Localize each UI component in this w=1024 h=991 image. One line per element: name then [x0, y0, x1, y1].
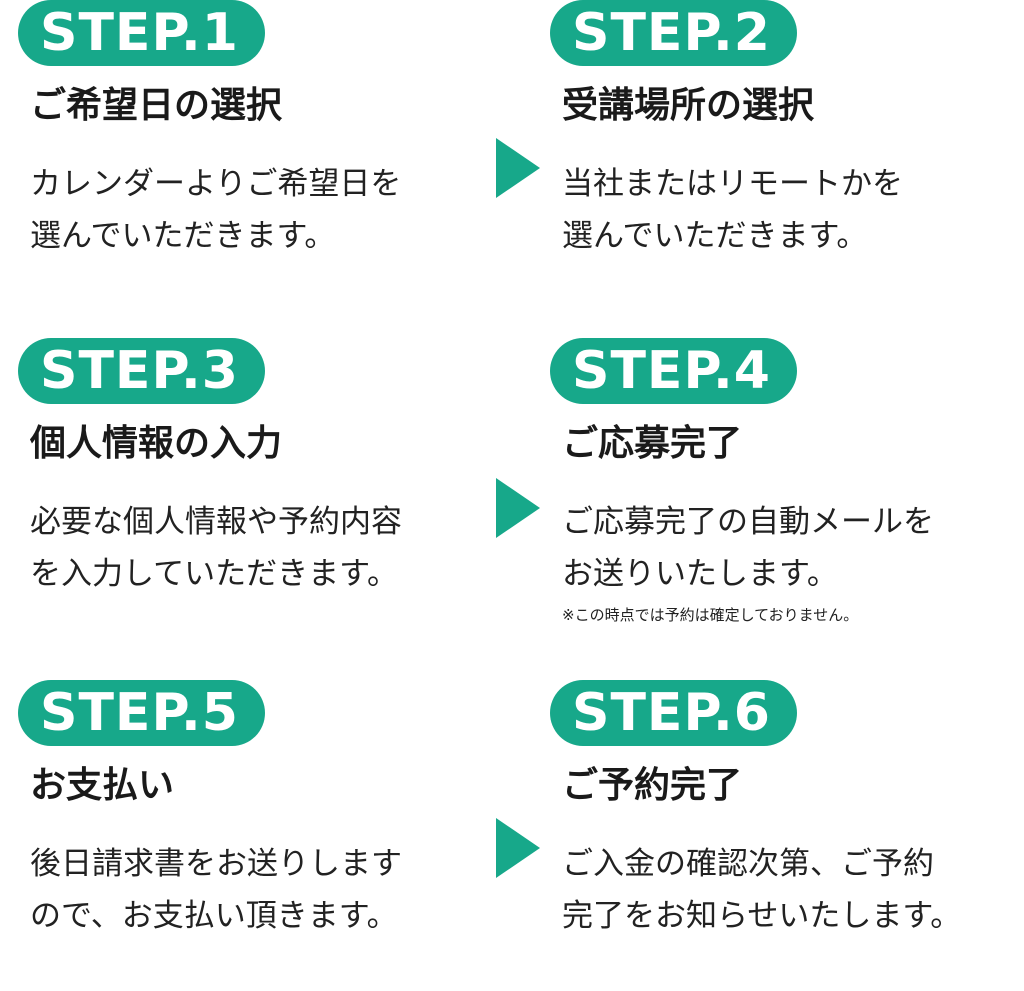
step-description-line: 選んでいただきます。	[562, 218, 868, 254]
step-title: お支払い	[30, 765, 175, 806]
arrow-right-icon	[496, 478, 540, 538]
step-description-line: カレンダーよりご希望日を	[30, 166, 402, 202]
step-description: 当社またはリモートかを 選んでいただきます。	[562, 158, 903, 262]
step-description: カレンダーよりご希望日を 選んでいただきます。	[30, 158, 401, 262]
step-description-line: を入力していただきます。	[30, 556, 398, 592]
step-description-line: ので、お支払い頂きます。	[30, 898, 398, 934]
step-title: 受講場所の選択	[562, 85, 815, 126]
step-badge: STEP.6	[550, 680, 797, 746]
step-badge: STEP.3	[18, 338, 265, 404]
step-badge: STEP.4	[550, 338, 797, 404]
step-title: 個人情報の入力	[30, 423, 283, 464]
step-badge: STEP.5	[18, 680, 265, 746]
step-title: ご予約完了	[562, 765, 743, 806]
step-description-line: 完了をお知らせいたします。	[562, 898, 962, 934]
arrow-right-icon	[496, 818, 540, 878]
step-description-line: お送りいたします。	[562, 556, 838, 592]
step-description: 後日請求書をお送りします ので、お支払い頂きます。	[30, 838, 402, 942]
arrow-right-icon	[496, 138, 540, 198]
step-note: ※この時点では予約は確定しておりません。	[562, 606, 859, 624]
step-description-line: ご応募完了の自動メールを	[562, 504, 934, 540]
step-description: ご入金の確認次第、ご予約 完了をお知らせいたします。	[562, 838, 961, 942]
step-badge: STEP.2	[550, 0, 797, 66]
step-title: ご希望日の選択	[30, 85, 283, 126]
step-description-line: ご入金の確認次第、ご予約	[562, 846, 934, 882]
step-description-line: 後日請求書をお送りします	[30, 846, 402, 882]
step-badge: STEP.1	[18, 0, 265, 66]
step-description-line: 選んでいただきます。	[30, 218, 336, 254]
step-title: ご応募完了	[562, 423, 743, 464]
step-description: ご応募完了の自動メールを お送りいたします。	[562, 496, 934, 600]
step-description: 必要な個人情報や予約内容 を入力していただきます。	[30, 496, 402, 600]
step-description-line: 当社またはリモートかを	[562, 166, 903, 202]
step-description-line: 必要な個人情報や予約内容	[30, 504, 402, 540]
